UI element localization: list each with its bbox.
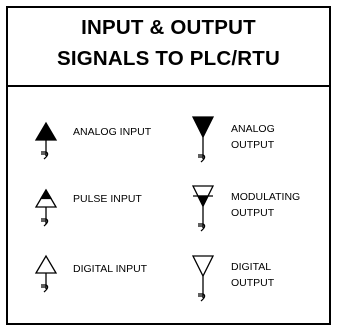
analog-output-label-line2: OUTPUT — [231, 139, 275, 151]
analog-input-symbol-icon — [34, 121, 58, 160]
analog-output-label-line1: ANALOG — [231, 123, 275, 135]
digital-input-label: DIGITAL INPUT — [73, 263, 148, 275]
pulse-input-symbol-icon — [34, 188, 58, 227]
modulating-output-label-line1: MODULATING — [231, 191, 301, 203]
modulating-output-label-line2: OUTPUT — [231, 207, 275, 219]
analog-input-label: ANALOG INPUT — [73, 126, 152, 138]
digital-output-label-line1: DIGITAL — [231, 261, 272, 273]
legend-frame: INPUT & OUTPUT SIGNALS TO PLC/RTU — [6, 6, 331, 325]
digital-output-symbol-icon — [191, 255, 215, 302]
legend-title-line2: SIGNALS TO PLC/RTU — [56, 47, 281, 70]
digital-output-label-line2: OUTPUT — [231, 277, 275, 289]
modulating-output-symbol-icon — [191, 185, 215, 232]
digital-input-symbol-icon — [34, 254, 58, 293]
pulse-input-label: PULSE INPUT — [73, 193, 142, 205]
legend-header: INPUT & OUTPUT SIGNALS TO PLC/RTU — [8, 8, 329, 87]
analog-output-symbol-icon — [191, 116, 215, 163]
legend-title-line1: INPUT & OUTPUT — [81, 16, 256, 39]
